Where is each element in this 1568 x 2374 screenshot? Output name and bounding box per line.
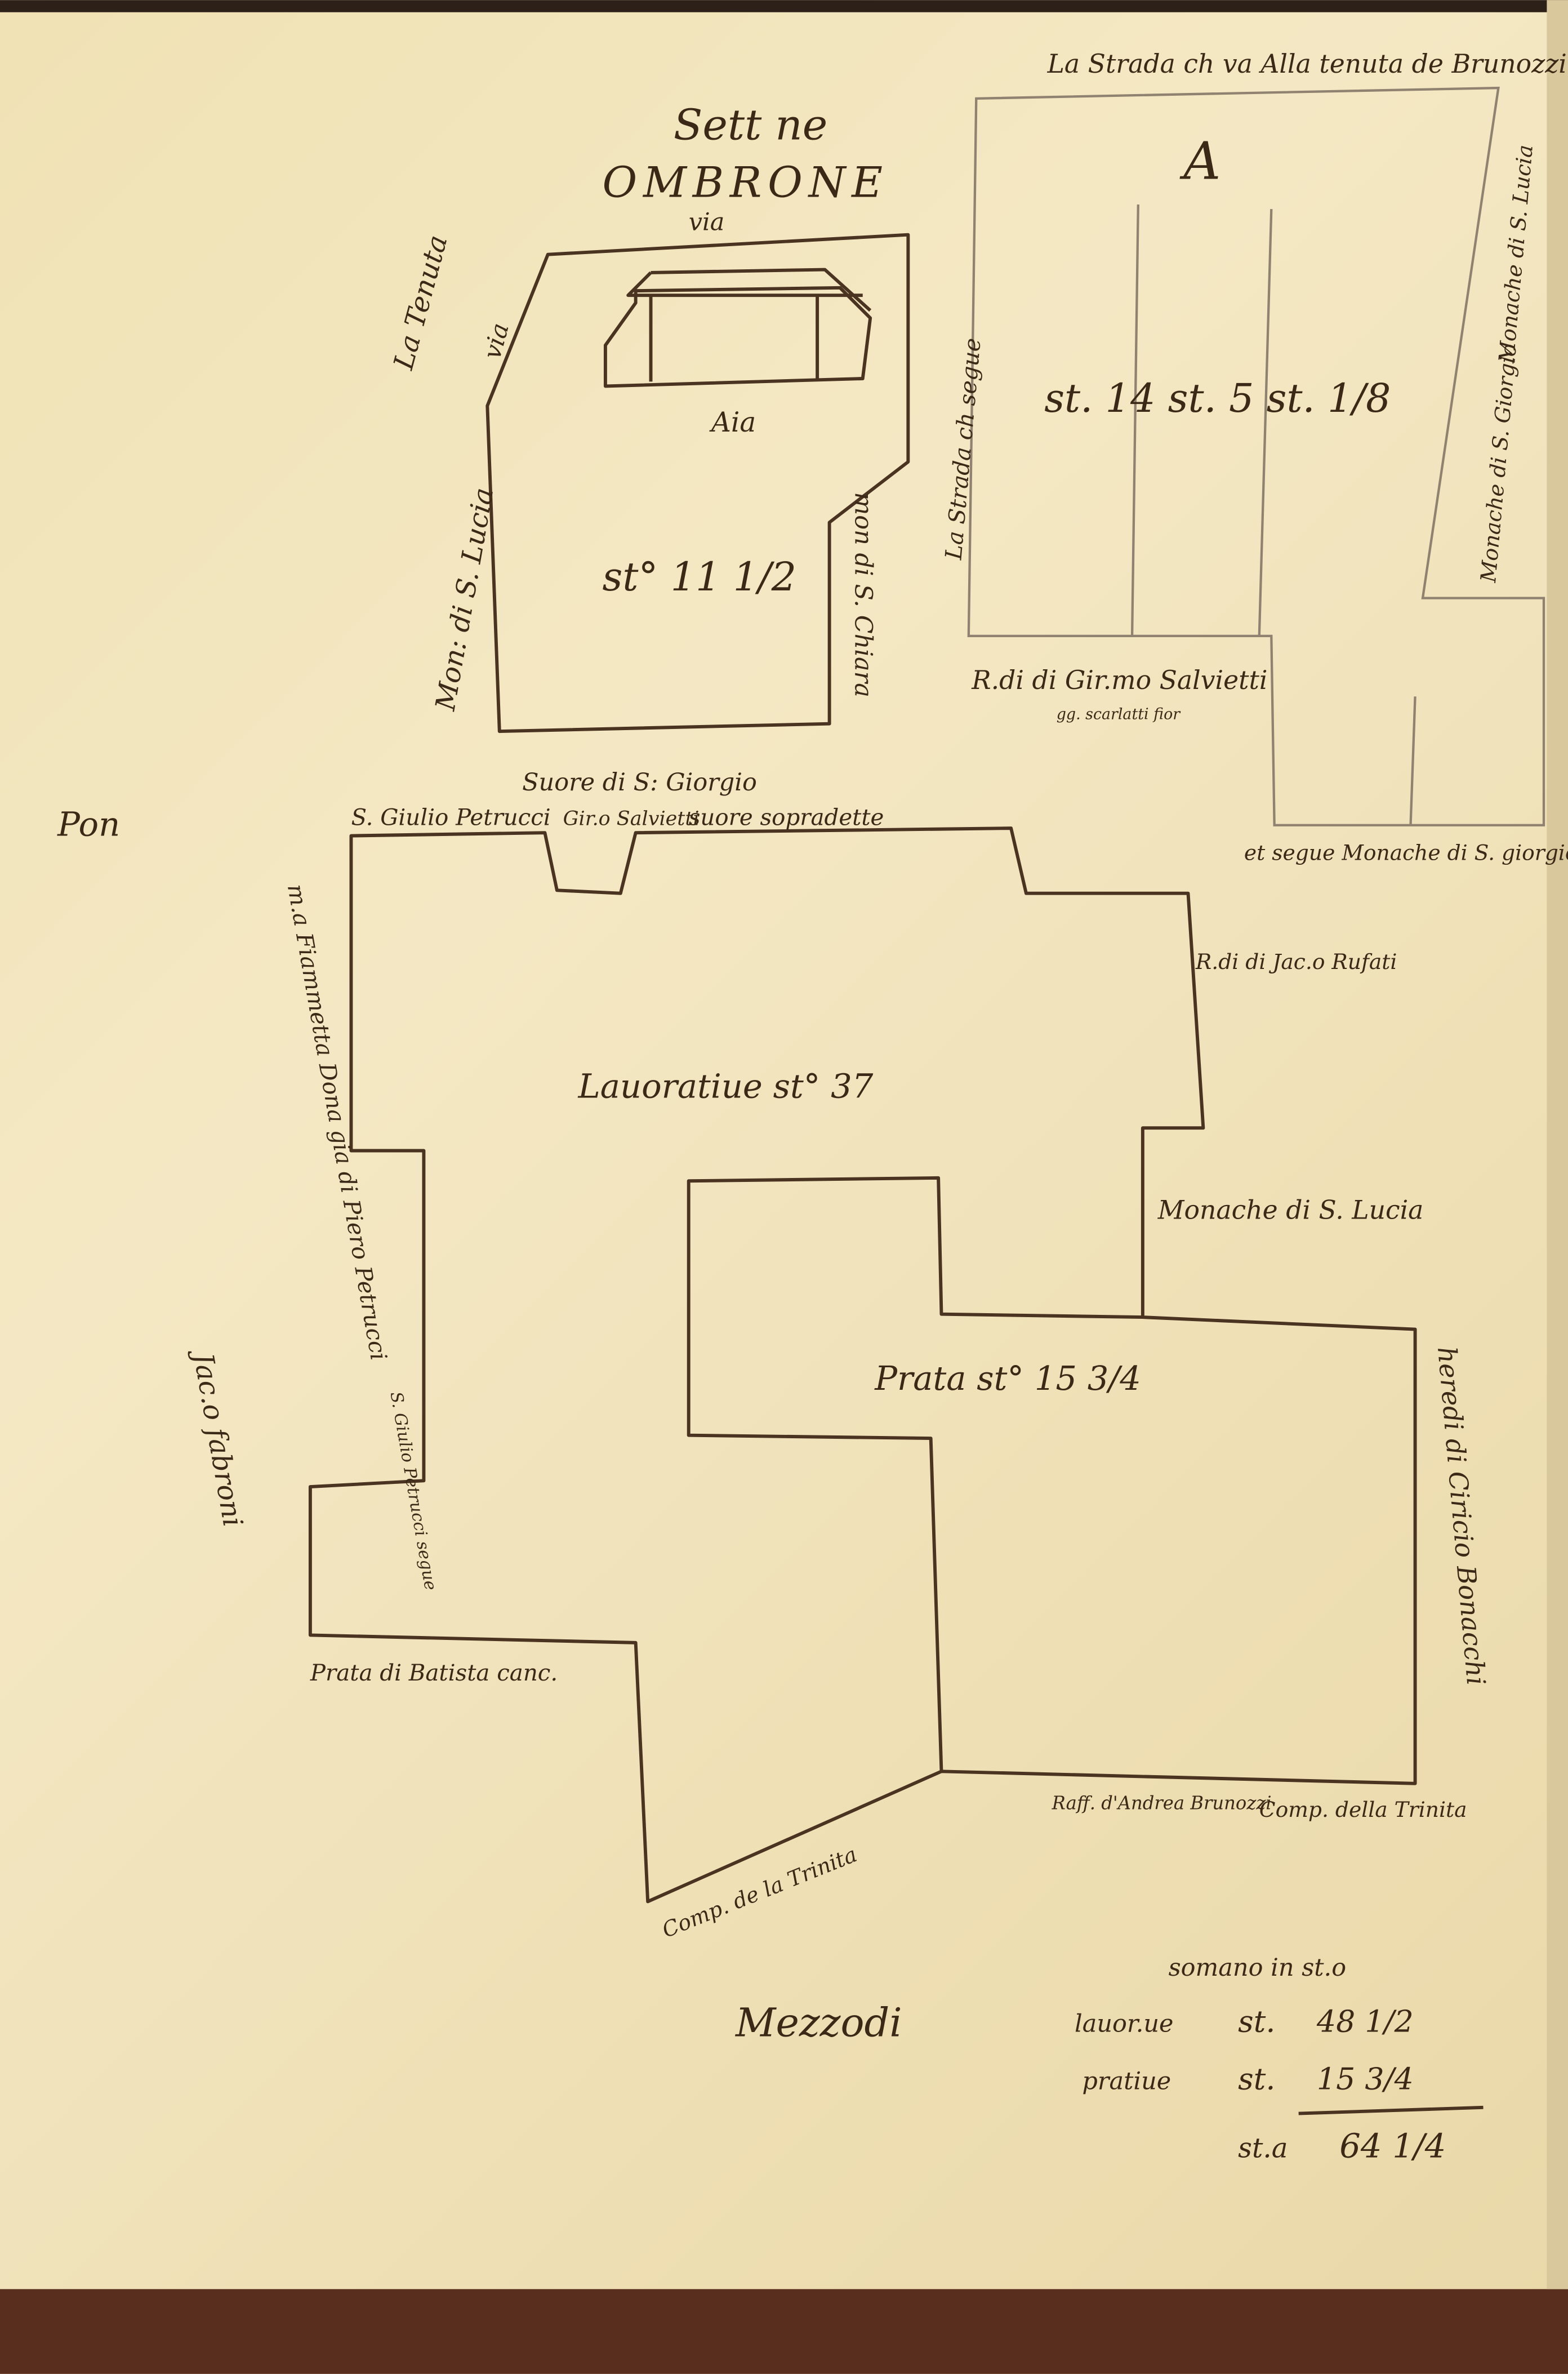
label-giulio-petrucci-2: S. Giulio Petrucci segue <box>386 1390 440 1592</box>
label-lauoratiue: Lauoratiue st° 37 <box>578 1066 874 1105</box>
label-jac-rufati: R.di di Jac.o Rufati <box>1195 949 1397 974</box>
parcel-prata <box>687 1176 1143 1772</box>
label-raff-bruno: Raff. d'Andrea Brunozzi <box>1052 1792 1272 1813</box>
label-comp-della-trinita: Comp. della Trinita <box>1259 1797 1467 1822</box>
label-strada-tenuta: La Strada ch va Alla tenuta de Brunozzi <box>1047 49 1567 79</box>
binding-edge <box>0 2289 1568 2374</box>
summary-total-value: 64 1/4 <box>1339 2127 1446 2166</box>
label-ciricio: heredi di Ciricio Bonacchi <box>1432 1345 1491 1686</box>
summary-row-label: pratiue <box>1082 2068 1171 2096</box>
parcel-aia <box>485 233 910 733</box>
label-giulio-petrucci: S. Giulio Petrucci <box>351 804 550 831</box>
label-jac-fabroni: Jac.o fabroni <box>186 1346 249 1530</box>
right-page-edge <box>1547 0 1568 2289</box>
label-aia: Aia <box>709 407 756 438</box>
area-summary: somano in st.o lauor.ue st. 48 1/2 prati… <box>1075 1954 1484 2166</box>
label-parcel-a-area: st. 14 st. 5 st. 1/8 <box>1044 376 1391 421</box>
parcel-a <box>967 86 1545 826</box>
summary-row-value: 48 1/2 <box>1316 2003 1414 2039</box>
river-label: OMBRONE <box>603 158 889 207</box>
label-pon: Pon <box>57 805 120 844</box>
label-suore-sopradette: suore sopradette <box>689 804 884 831</box>
label-via-left: via <box>478 320 515 362</box>
summary-row-unit: st. <box>1238 2003 1275 2039</box>
summary-rule <box>1298 2105 1484 2115</box>
label-gir-salvietti: Gir.o Salvietti <box>563 808 700 830</box>
parcel-lauoratiue <box>308 826 1417 1904</box>
north-label: Sett ne <box>674 100 827 149</box>
label-monache-giorgio-right: Monache di S. Giorgio <box>1476 343 1521 584</box>
label-fiammetta: m.a Fiammetta Dona gia di Piero Petrucci <box>282 882 392 1362</box>
label-monache-lucia-right: Monache di S. Lucia <box>1494 144 1538 364</box>
label-la-tenuta: La Tenuta <box>387 232 454 373</box>
label-mon-santa-chiara: mon di S. Chiara <box>849 492 877 697</box>
summary-total-label: st.a <box>1238 2133 1288 2164</box>
label-mon-santa-lucia: Mon: di S. Lucia <box>430 486 500 714</box>
label-comp-trinita: Comp. de la Trinita <box>658 1842 860 1942</box>
label-prata: Prata st° 15 3/4 <box>874 1359 1141 1398</box>
label-suore-sgiorgio: Suore di S: Giorgio <box>522 768 757 797</box>
label-prata-batista: Prata di Batista canc. <box>310 1660 558 1686</box>
top-edge <box>0 0 1568 12</box>
summary-title: somano in st.o <box>1169 1954 1347 1982</box>
label-via-top: via <box>689 208 725 237</box>
parcel-letter: A <box>1179 131 1220 191</box>
summary-row-value: 15 3/4 <box>1317 2061 1414 2097</box>
label-strada-seque: La Strada ch segue <box>940 337 986 561</box>
label-seque-monache: et segue Monache di S. giorgio <box>1244 841 1568 865</box>
summary-row-unit: st. <box>1238 2061 1275 2097</box>
summary-row-label: lauor.ue <box>1075 2010 1174 2038</box>
label-monache-lucia-mid: Monache di S. Lucia <box>1157 1195 1424 1225</box>
label-salvietti: R.di di Gir.mo Salvietti <box>971 665 1267 695</box>
label-salvietti-sub: gg. scarlatti fior <box>1057 706 1182 723</box>
house-drawing <box>603 268 872 388</box>
label-parcel1-area: st° 11 1/2 <box>603 554 797 600</box>
label-mezzodi: Mezzodi <box>734 2000 902 2046</box>
